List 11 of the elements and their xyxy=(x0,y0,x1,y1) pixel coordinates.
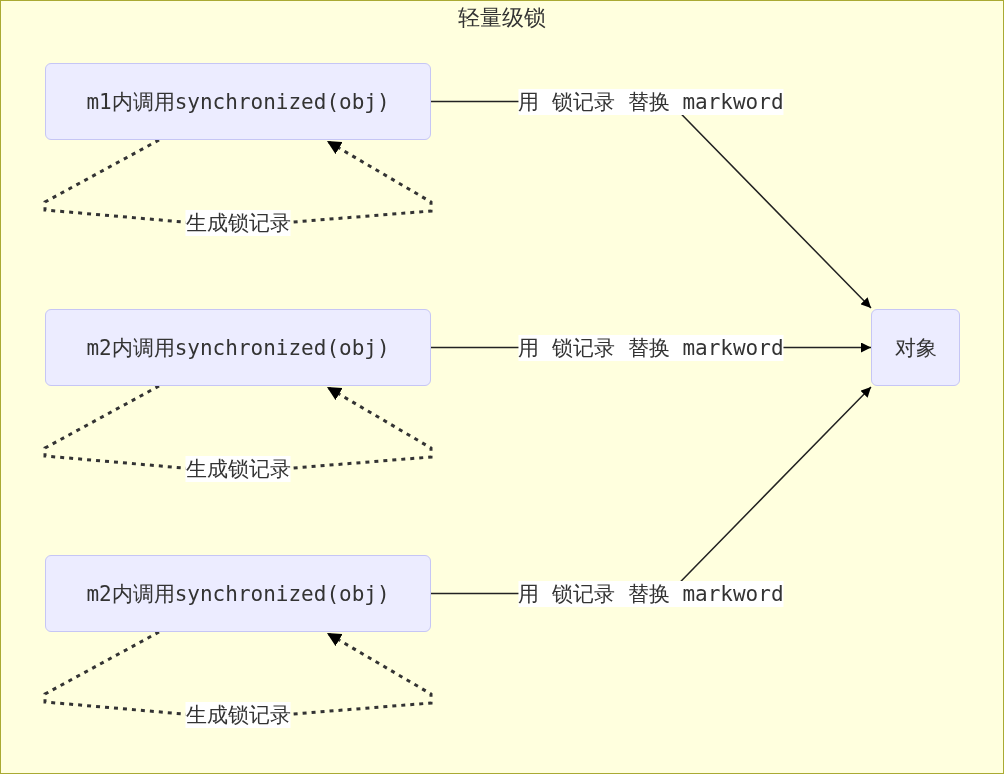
edge-label: 生成锁记录 xyxy=(185,210,291,236)
edge-label: 生成锁记录 xyxy=(185,702,291,728)
edge-label: 生成锁记录 xyxy=(185,456,291,482)
process-box: 对象 xyxy=(871,309,960,386)
process-box: m2内调用synchronized(obj) xyxy=(45,309,431,386)
edge-label: 用 锁记录 替换 markword xyxy=(518,334,784,361)
edge-label: 用 锁记录 替换 markword xyxy=(518,580,784,607)
edge-label: 用 锁记录 替换 markword xyxy=(518,88,784,115)
group-title: 轻量级锁 xyxy=(458,4,546,32)
process-box: m1内调用synchronized(obj) xyxy=(45,63,431,140)
process-box: m2内调用synchronized(obj) xyxy=(45,555,431,632)
